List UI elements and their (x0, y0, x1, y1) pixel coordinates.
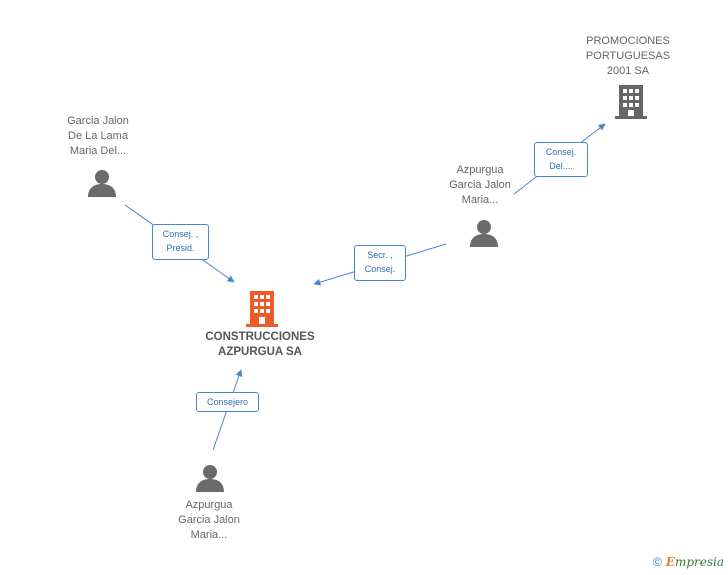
edge-label-line: Consej. , (162, 229, 199, 239)
azpurgua-bottom-label-line: Azpurgua (185, 499, 233, 511)
brand-logo-letter: E (665, 555, 675, 569)
azpurgua-bottom-label-line: Garcia Jalon (178, 514, 240, 526)
building-icon[interactable] (615, 85, 647, 119)
promociones-label-line: PORTUGUESAS (585, 50, 671, 62)
person-icon[interactable] (87, 169, 117, 197)
edge-label-secr-consej[interactable]: Secr. , Consej. (354, 245, 406, 281)
main-company-label-line: AZPURGUA SA (218, 346, 302, 358)
garcia-jalon-label-line: De La Lama (68, 130, 128, 142)
edge-label-line: Del.... (549, 161, 573, 171)
azpurgua-mid-label-line: Azpurgua (456, 164, 504, 176)
azpurgua-bottom-label[interactable]: Azpurgua Garcia Jalon Maria... (146, 498, 272, 543)
main-company-label[interactable]: CONSTRUCCIONES AZPURGUA SA (180, 330, 340, 360)
main-company-label-line: CONSTRUCCIONES (205, 331, 315, 343)
azpurgua-mid-label-line: Garcia Jalon (449, 179, 511, 191)
edge-label-consejero[interactable]: Consejero (196, 392, 259, 412)
garcia-jalon-label-line: Maria Del... (69, 145, 127, 157)
azpurgua-bottom-label-line: Maria... (190, 529, 228, 541)
azpurgua-mid-label-line: Maria... (461, 194, 499, 206)
edge-label-line: Consejero (206, 397, 249, 407)
edge-label-line: Secr. , (367, 250, 393, 260)
edge-label-consej-presid[interactable]: Consej. , Presid. (152, 224, 209, 260)
edge-label-line: Consej. (364, 264, 396, 274)
edge-label-line: Consej. (545, 147, 577, 157)
brand-logo-rest: mpresia (674, 555, 724, 569)
person-icon[interactable] (469, 219, 499, 247)
brand-logo: Empresia (666, 555, 724, 569)
building-icon[interactable] (246, 291, 278, 327)
garcia-jalon-label[interactable]: Garcia Jalon De La Lama Maria Del... (38, 114, 158, 159)
promociones-label-line: 2001 SA (606, 65, 650, 77)
footer-brand: ©Empresia (653, 555, 724, 569)
copyright-icon: © (652, 555, 662, 569)
promociones-label[interactable]: PROMOCIONES PORTUGUESAS 2001 SA (568, 34, 688, 79)
garcia-jalon-label-line: Garcia Jalon (67, 115, 129, 127)
person-icon[interactable] (195, 464, 225, 492)
promociones-label-line: PROMOCIONES (586, 35, 670, 47)
edge-label-line: Presid. (166, 243, 195, 253)
azpurgua-mid-label[interactable]: Azpurgua Garcia Jalon Maria... (420, 163, 540, 208)
edge-label-consej-del[interactable]: Consej. Del.... (534, 142, 588, 177)
